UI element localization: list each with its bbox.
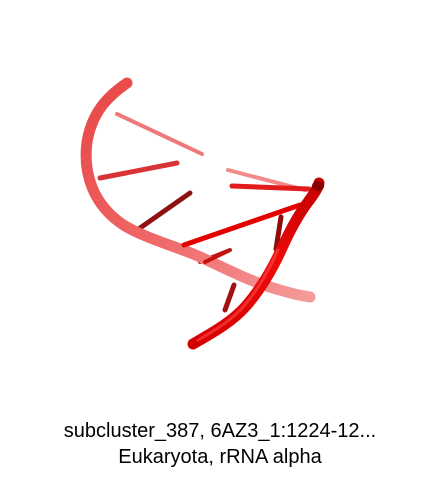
caption-line-2: Eukaryota, rRNA alpha	[118, 446, 322, 468]
caption-line-1: subcluster_387, 6AZ3_1:1224-12...	[63, 420, 377, 442]
rna-backbone-front-highlight	[196, 248, 280, 342]
base-stick	[203, 249, 230, 264]
figure-caption: subcluster_387, 6AZ3_1:1224-12... Eukary…	[0, 418, 440, 470]
base-stick	[222, 282, 237, 313]
base-stick	[229, 183, 312, 192]
base-stick	[137, 190, 193, 231]
base-stick	[97, 160, 180, 181]
strand-terminus	[312, 181, 324, 191]
base-stick	[181, 202, 303, 248]
base-stick	[273, 214, 284, 252]
base-stick	[115, 112, 204, 156]
rna-backbone-back	[80, 77, 316, 303]
front-base-sticks	[181, 183, 312, 313]
rna-structure-figure	[80, 77, 325, 350]
